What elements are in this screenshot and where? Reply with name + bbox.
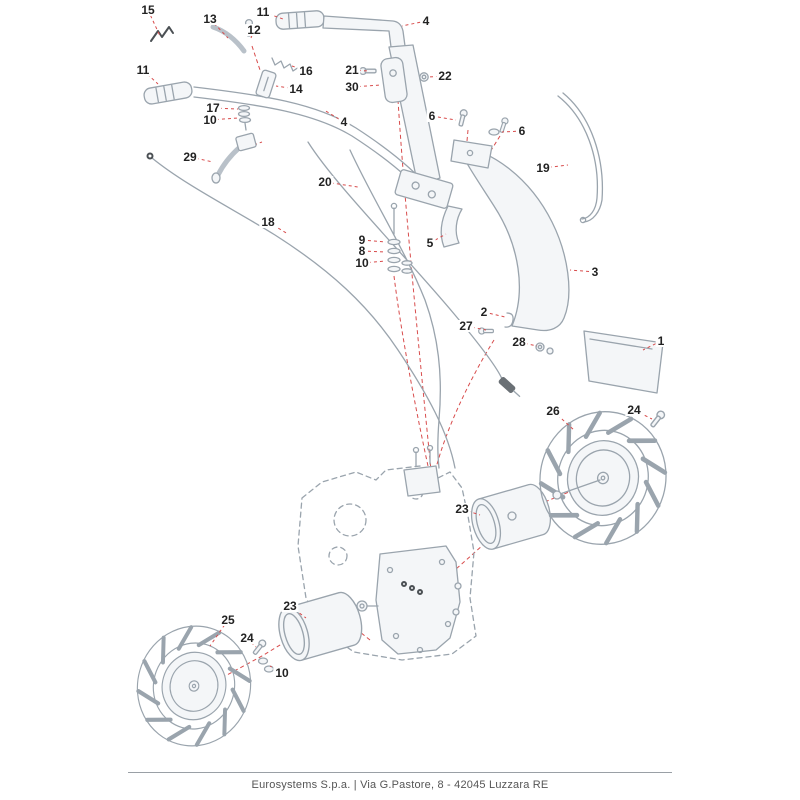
leader-line-24	[246, 637, 257, 648]
leader-line-13	[209, 18, 229, 39]
leader-line-10	[361, 260, 387, 264]
control-cables	[146, 141, 521, 469]
handlebar-assembly	[142, 9, 454, 209]
leader-line-3	[569, 269, 596, 273]
column-plate	[380, 56, 408, 104]
footer: Eurosystems S.p.a. | Via G.Pastore, 8 - …	[0, 772, 800, 791]
leader-line-22	[427, 75, 446, 78]
column-foot-plate	[394, 169, 454, 209]
leader-line-14	[275, 85, 297, 90]
cable-connector	[498, 377, 521, 398]
leader-line-6	[431, 115, 457, 121]
lever-bracket	[255, 69, 277, 99]
leader-lines	[142, 9, 662, 674]
right-wheel	[524, 397, 681, 560]
leader-line-9	[361, 239, 387, 243]
leader-line-10	[209, 117, 239, 121]
leader-line-6	[501, 130, 523, 133]
leader-line-19	[542, 164, 569, 169]
leader-line-29	[189, 156, 214, 163]
leader-line-4	[401, 20, 427, 27]
left-wheel	[123, 613, 264, 760]
leader-line-11	[142, 69, 159, 85]
leader-line-26	[552, 410, 575, 431]
leader-line-4	[323, 109, 345, 123]
leader-line-28	[518, 341, 538, 347]
footer-divider	[128, 772, 672, 773]
leader-line-18	[267, 221, 289, 235]
leader-line-25	[209, 619, 229, 647]
leader-line-17	[212, 107, 239, 110]
gearbox	[356, 444, 462, 655]
footer-text: Eurosystems S.p.a. | Via G.Pastore, 8 - …	[251, 779, 549, 791]
wheel-hub-drums	[272, 480, 557, 665]
leader-line-8	[361, 250, 387, 253]
leader-line-15	[147, 9, 161, 37]
leader-line-30	[351, 84, 382, 88]
leader-line-24	[633, 409, 653, 420]
washer-stack	[387, 202, 413, 274]
latch-bracket	[235, 132, 257, 152]
mudguard-assembly	[440, 92, 664, 394]
leader-line-2	[483, 311, 506, 318]
